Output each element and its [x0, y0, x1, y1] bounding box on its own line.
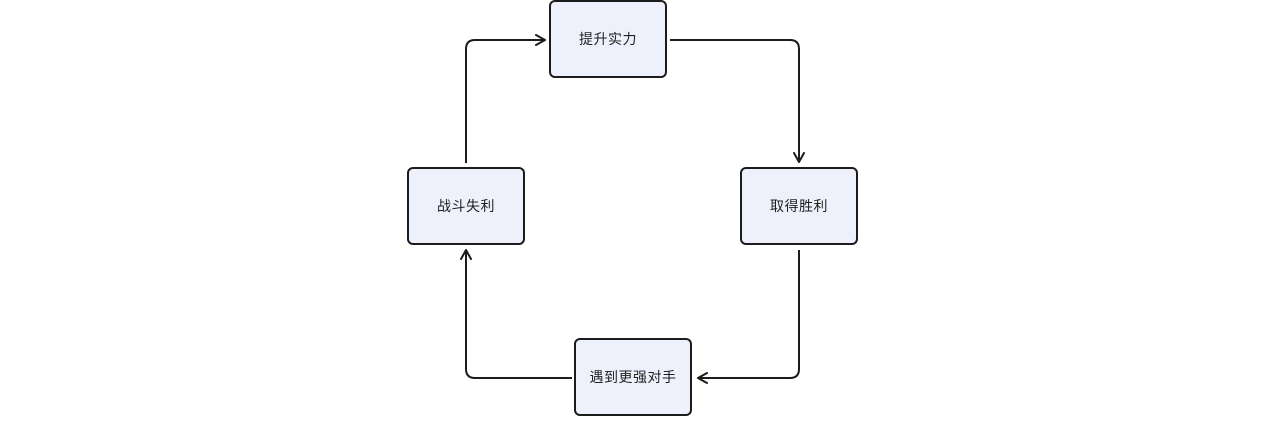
- edge-bottom-to-left: [460, 249, 572, 379]
- node-label: 提升实力: [579, 32, 637, 48]
- node-lose-battle: 战斗失利: [407, 167, 525, 245]
- node-meet-stronger-opponent: 遇到更强对手: [574, 338, 692, 416]
- node-label: 遇到更强对手: [589, 370, 677, 386]
- node-label: 取得胜利: [770, 199, 828, 215]
- edge-top-to-right: [670, 39, 805, 163]
- node-win: 取得胜利: [740, 167, 858, 245]
- node-improve-strength: 提升实力: [549, 0, 667, 78]
- node-label: 战斗失利: [437, 199, 495, 215]
- edge-left-to-top: [465, 34, 546, 163]
- edge-right-to-bottom: [697, 250, 800, 384]
